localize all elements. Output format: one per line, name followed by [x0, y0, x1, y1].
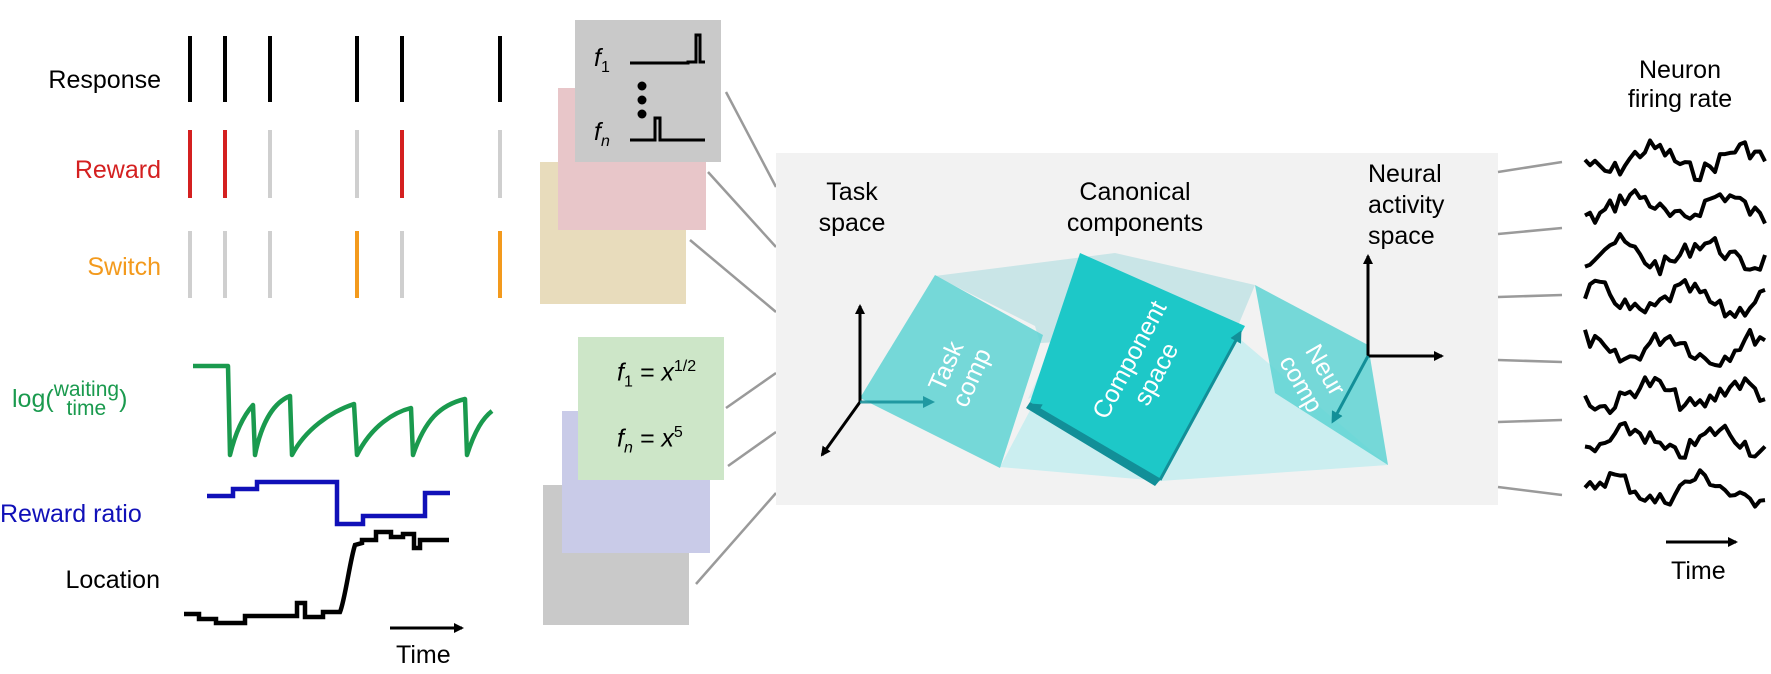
waiting-time-trace [193, 363, 494, 458]
reward-ratio-trace [207, 479, 450, 527]
neuron-trace [1583, 328, 1767, 368]
card-bottom-fn: fn = x5 [617, 424, 683, 457]
neuron-traces [1583, 138, 1767, 509]
neural-component-axis [1331, 355, 1370, 424]
neuron-trace [1584, 188, 1767, 225]
log-prefix: log( [12, 384, 54, 413]
response-label: Response [48, 66, 161, 94]
log-suffix: ) [119, 384, 128, 413]
waiting-time-label: log( waiting time ) [12, 378, 128, 420]
card-top-fn: fn [594, 118, 610, 150]
reward-label: Reward [74, 156, 161, 184]
time-text: time [66, 397, 107, 420]
function-card-stack-top [540, 20, 721, 304]
neuron-trace [1583, 375, 1766, 415]
neuron-trace [1583, 468, 1766, 509]
component-space-axis-a [1158, 330, 1242, 481]
neuron-trace [1584, 232, 1767, 277]
neuron-connectors [1497, 160, 1563, 497]
neuron-trace [1583, 278, 1766, 319]
switch-label: Switch [87, 253, 161, 281]
waiting-text: waiting [53, 378, 120, 401]
location-label: Location [65, 566, 160, 594]
neural-space-axes [1363, 254, 1444, 361]
event-raster [188, 36, 502, 298]
reward-ratio-label: Reward ratio [0, 500, 142, 528]
component-space-axis-b [1029, 403, 1161, 482]
neuron-trace [1583, 138, 1767, 183]
right-time-label: Time [1671, 557, 1726, 585]
location-trace [184, 529, 449, 626]
function-card-stack-bottom [543, 337, 724, 625]
card-connectors [689, 91, 778, 585]
left-time-label: Time [396, 641, 451, 669]
task-space-axes [820, 304, 865, 457]
waiting-time-fraction: waiting time [53, 378, 120, 420]
card-bottom-f1: f1 = x1/2 [617, 358, 697, 391]
card-top-f1: f1 [594, 44, 610, 76]
neuron-trace [1584, 421, 1767, 460]
